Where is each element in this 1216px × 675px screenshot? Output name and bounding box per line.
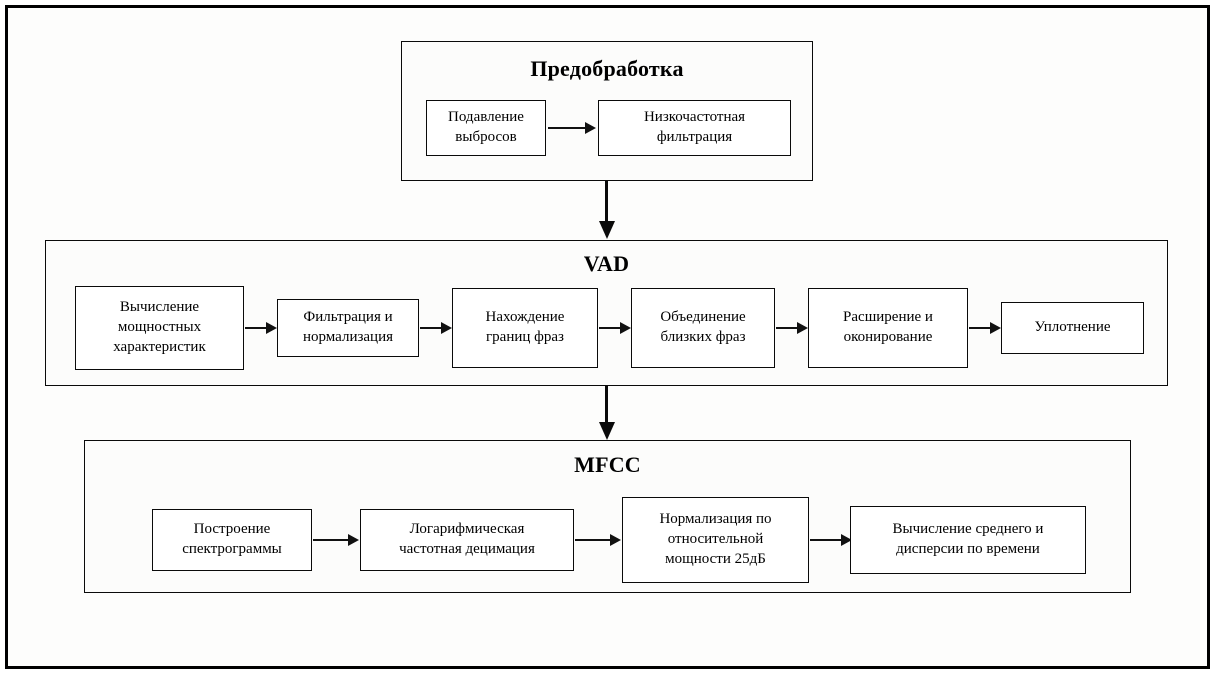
box-line: оконирование — [843, 329, 933, 345]
box-line: мощности 25дБ — [665, 550, 766, 567]
box-line: Объединение — [660, 309, 746, 326]
arrow-merge-to-expansion — [776, 322, 808, 334]
box-line: частотная децимация — [399, 541, 535, 557]
box-line: Фильтрация и — [303, 309, 393, 326]
section-title-vad: VAD — [583, 251, 630, 276]
box-phrase-boundaries[interactable]: Нахождение границ фраз — [452, 288, 598, 368]
box-line: границ фраз — [486, 329, 564, 345]
box-log-frequency-decimation[interactable]: Логарифмическая частотная децимация — [360, 509, 574, 571]
box-line: Расширение и — [843, 309, 933, 326]
box-line: Низкочастотная — [643, 109, 746, 126]
arrow-decimation-to-normalization — [575, 534, 621, 546]
box-line: выбросов — [455, 129, 517, 145]
section-mfcc: MFCC Построение спектрограммы Логарифмич… — [84, 440, 1131, 593]
connector-preprocessing-to-vad — [599, 181, 615, 239]
box-line: Логарифмическая — [409, 521, 525, 538]
box-power-characteristics[interactable]: Вычисление мощностных характеристик — [75, 286, 244, 370]
box-line: нормализация — [302, 329, 394, 345]
box-lowpass-filtering[interactable]: Низкочастотная фильтрация — [598, 100, 791, 156]
box-line: фильтрация — [656, 129, 733, 145]
box-line: Уплотнение — [1034, 319, 1111, 336]
arrow-power-to-filtering — [245, 322, 277, 334]
box-line: дисперсии по времени — [896, 541, 1040, 557]
section-preprocessing: Предобработка Подавление выбросов Низкоч… — [401, 41, 813, 181]
box-line: характеристик — [113, 338, 206, 355]
box-line: Подавление — [448, 109, 524, 126]
arrow-spectrogram-to-decimation — [313, 534, 359, 546]
arrow-boundaries-to-merge — [599, 322, 631, 334]
box-line: Нахождение — [485, 309, 565, 326]
section-title-preprocessing: Предобработка — [530, 56, 684, 81]
box-compaction[interactable]: Уплотнение — [1001, 302, 1144, 354]
connector-vad-to-mfcc — [599, 386, 615, 440]
box-merge-close-phrases[interactable]: Объединение близких фраз — [631, 288, 775, 368]
box-line: Нормализация по — [659, 511, 772, 528]
box-mean-variance-over-time[interactable]: Вычисление среднего и дисперсии по време… — [850, 506, 1086, 574]
box-line: близких фраз — [660, 329, 746, 345]
box-outlier-suppression[interactable]: Подавление выбросов — [426, 100, 546, 156]
box-line: спектрограммы — [182, 541, 282, 557]
box-line: Построение — [193, 521, 271, 538]
box-line: относительной — [667, 531, 764, 548]
box-line: Вычисление среднего и — [892, 521, 1044, 538]
section-title-mfcc: MFCC — [574, 452, 641, 477]
box-line: мощностных — [117, 319, 202, 336]
box-spectrogram-build[interactable]: Построение спектрограммы — [152, 509, 312, 571]
section-vad: VAD Вычисление мощностных характеристик … — [45, 240, 1168, 386]
arrow-normalization-to-mean-variance — [810, 534, 852, 546]
arrow-filtering-to-boundaries — [420, 322, 452, 334]
box-relative-power-normalization[interactable]: Нормализация по относительной мощности 2… — [622, 497, 809, 583]
arrow-outlier-to-lowpass — [548, 122, 596, 134]
arrow-expansion-to-compaction — [969, 322, 1001, 334]
box-expansion-windowing[interactable]: Расширение и оконирование — [808, 288, 968, 368]
box-filtering-normalization[interactable]: Фильтрация и нормализация — [277, 299, 419, 357]
box-line: Вычисление — [119, 299, 200, 316]
